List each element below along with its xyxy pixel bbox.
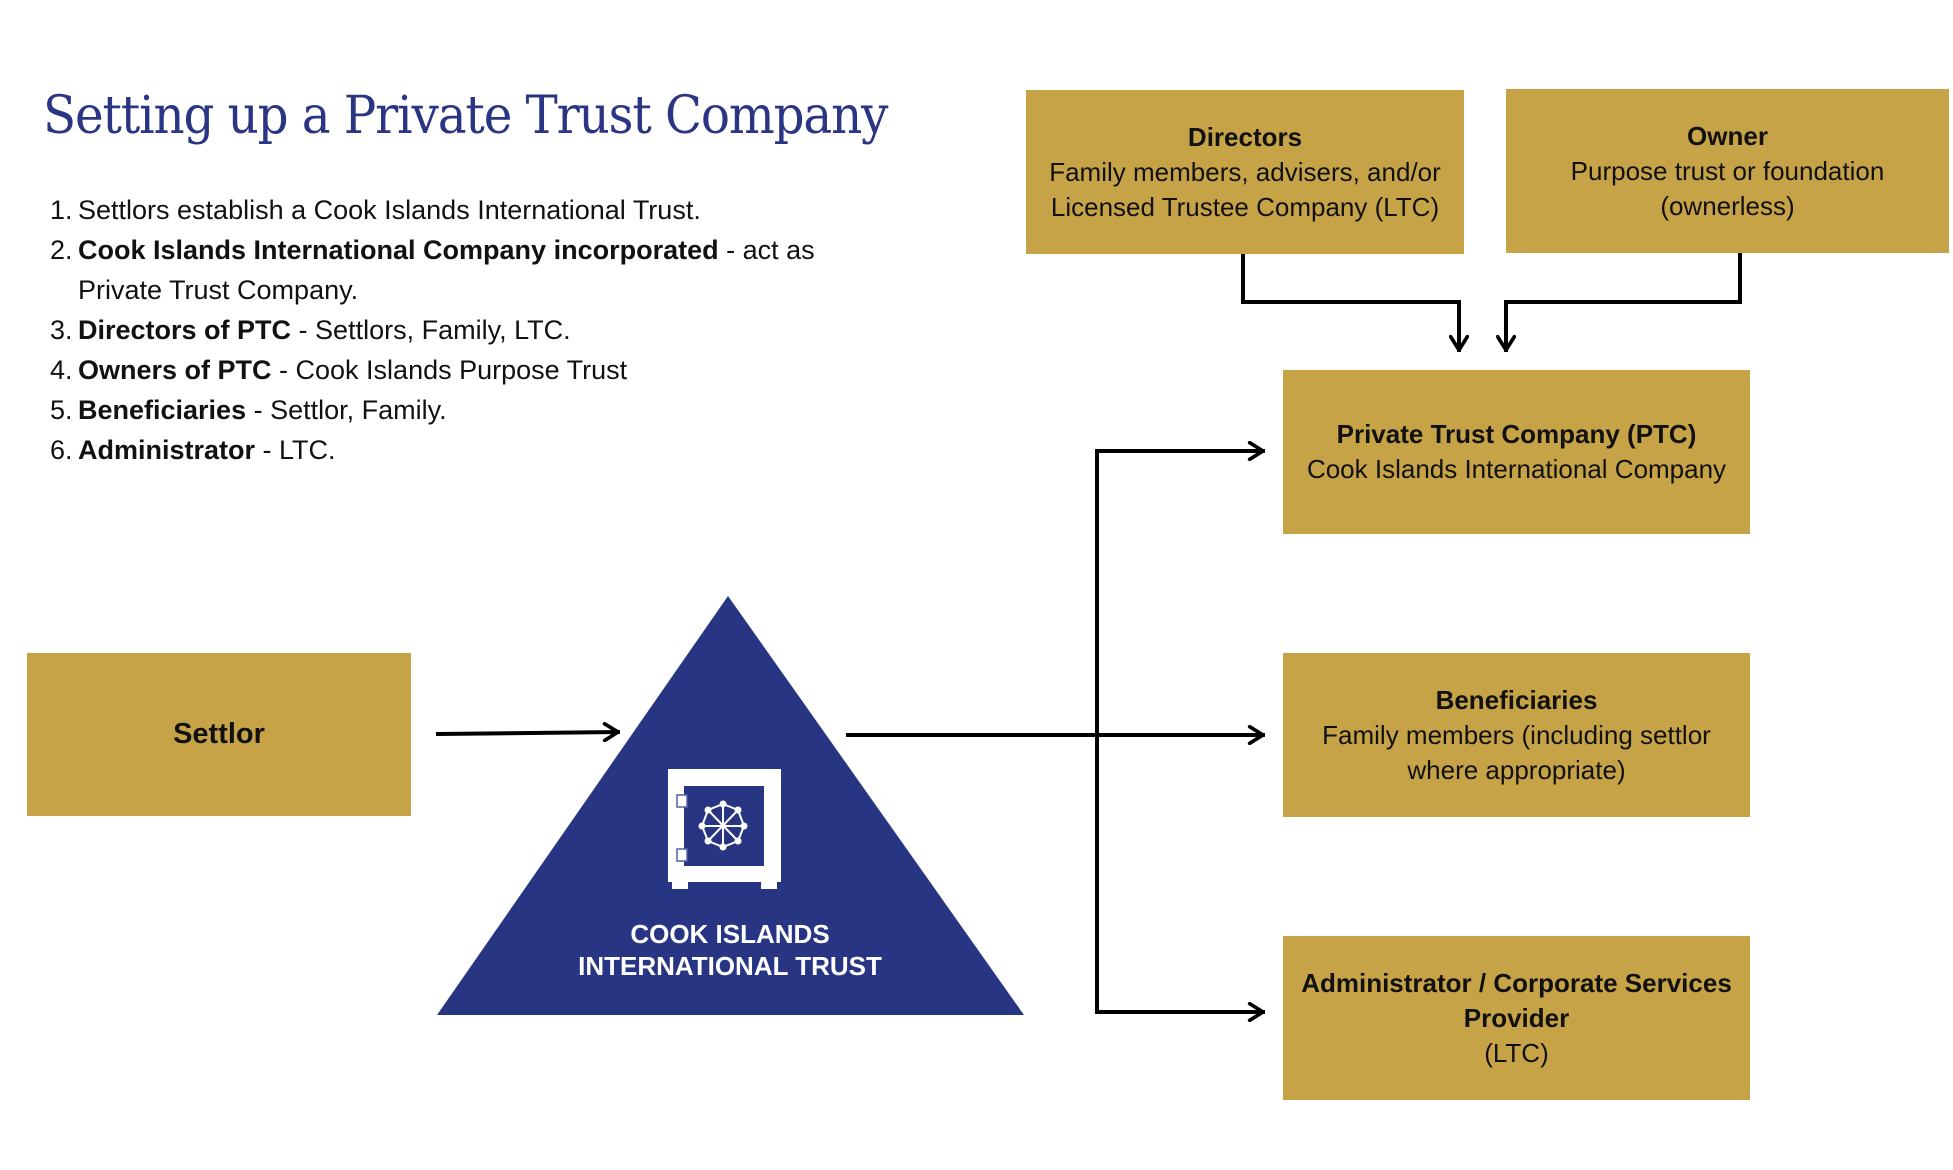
step-number: 1. [50, 195, 73, 225]
arrow-settlor-to-trust [435, 732, 621, 734]
owner-line1: Purpose trust or foundation [1570, 155, 1885, 186]
settlor-heading: Settlor [173, 718, 265, 750]
directors-node[interactable]: Directors Family members, advisers, and/… [1026, 90, 1464, 254]
page-title: Setting up a Private Trust Company [43, 86, 888, 146]
step-item: 4.Owners of PTC - Cook Islands Purpose T… [50, 350, 880, 390]
step-rest: - act as Private Trust Company. [78, 235, 815, 305]
steps-list: 1.Settlors establish a Cook Islands Inte… [50, 190, 880, 470]
step-item: 2.Cook Islands International Company inc… [50, 230, 880, 310]
step-bold: Administrator [78, 435, 256, 465]
administrator-line1: (LTC) [1484, 1037, 1549, 1068]
beneficiaries-line1: Family members (including settlor [1322, 719, 1711, 750]
owner-node[interactable]: Owner Purpose trust or foundation (owner… [1506, 89, 1949, 253]
settlor-node[interactable]: Settlor [27, 653, 411, 816]
owner-heading: Owner [1687, 120, 1768, 151]
step-item: 5.Beneficiaries - Settlor, Family. [50, 390, 880, 430]
trust-label-line1: COOK ISLANDS [630, 919, 830, 949]
step-rest: - LTC. [255, 435, 336, 465]
step-text: Owners of PTC - Cook Islands Purpose Tru… [78, 350, 880, 390]
trust-label-line2: INTERNATIONAL TRUST [578, 951, 882, 981]
step-text: Settlors establish a Cook Islands Intern… [78, 190, 880, 230]
step-item: 3.Directors of PTC - Settlors, Family, L… [50, 310, 880, 350]
step-item: 6.Administrator - LTC. [50, 430, 880, 470]
owner-line2: (ownerless) [1660, 190, 1795, 221]
step-rest: Settlors establish a Cook Islands Intern… [78, 195, 701, 225]
step-number: 2. [50, 235, 73, 265]
administrator-heading-1: Administrator / Corporate Services [1301, 967, 1732, 998]
directors-line2: Licensed Trustee Company (LTC) [1050, 191, 1440, 222]
step-number: 5. [50, 395, 73, 425]
ptc-node[interactable]: Private Trust Company (PTC) Cook Islands… [1283, 370, 1750, 534]
administrator-node[interactable]: Administrator / Corporate Services Provi… [1283, 936, 1750, 1100]
step-text: Beneficiaries - Settlor, Family. [78, 390, 880, 430]
step-bold: Owners of PTC [78, 355, 272, 385]
step-number: 3. [50, 315, 73, 345]
trust-label: COOK ISLANDS INTERNATIONAL TRUST [560, 918, 900, 982]
beneficiaries-node[interactable]: Beneficiaries Family members (including … [1283, 653, 1750, 817]
step-bold: Directors of PTC [78, 315, 292, 345]
arrow-owner-to-ptc [1506, 251, 1742, 352]
step-bold: Beneficiaries [78, 395, 247, 425]
directors-line1: Family members, advisers, and/or [1049, 156, 1441, 187]
beneficiaries-heading: Beneficiaries [1435, 684, 1598, 715]
arrow-directors-to-ptc [1241, 252, 1459, 352]
step-text: Administrator - LTC. [78, 430, 880, 470]
ptc-line1: Cook Islands International Company [1306, 454, 1727, 484]
step-rest: - Cook Islands Purpose Trust [271, 355, 628, 385]
directors-heading: Directors [1187, 121, 1303, 152]
ptc-heading: Private Trust Company (PTC) [1336, 419, 1697, 449]
step-item: 1.Settlors establish a Cook Islands Inte… [50, 190, 880, 230]
step-bold: Cook Islands International Company incor… [78, 235, 719, 265]
step-rest: - Settlor, Family. [246, 395, 447, 425]
step-rest: - Settlors, Family, LTC. [291, 315, 571, 345]
administrator-heading-2: Provider [1463, 1002, 1570, 1033]
step-text: Cook Islands International Company incor… [78, 230, 880, 310]
step-number: 4. [50, 355, 73, 385]
step-number: 6. [50, 435, 73, 465]
beneficiaries-line2: where appropriate) [1407, 754, 1626, 785]
step-text: Directors of PTC - Settlors, Family, LTC… [78, 310, 880, 350]
safe-icon [668, 769, 781, 889]
